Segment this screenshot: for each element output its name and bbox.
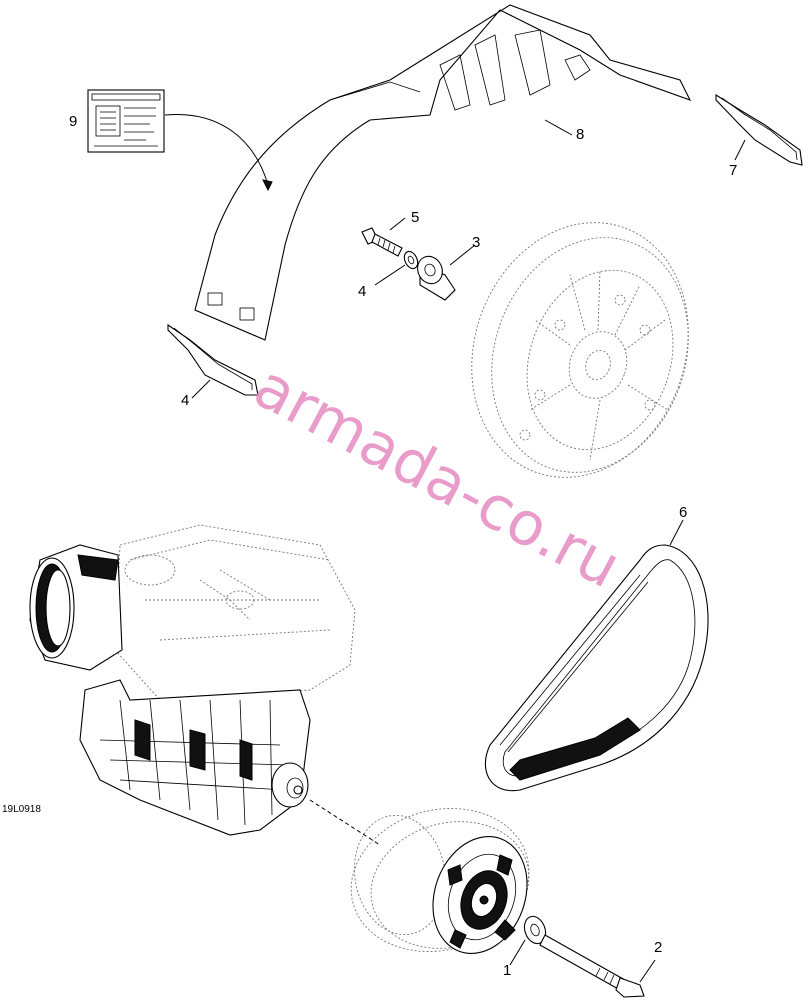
callout-2: 2 xyxy=(654,939,662,956)
washer-large xyxy=(523,915,547,945)
gasket-right xyxy=(715,94,803,166)
drive-pulley xyxy=(350,808,530,954)
driven-pulley xyxy=(471,222,689,478)
callout-4-upper: 4 xyxy=(358,283,366,300)
callout-3: 3 xyxy=(472,234,480,251)
drive-belt xyxy=(484,544,709,792)
callout-4-lower: 4 xyxy=(181,392,189,409)
callout-9: 9 xyxy=(69,113,77,130)
washer-small xyxy=(403,250,419,270)
belt-guard xyxy=(194,4,692,341)
leader-lines xyxy=(191,119,746,983)
callout-6: 6 xyxy=(679,504,687,521)
engine xyxy=(29,524,356,836)
gasket-left xyxy=(167,323,259,396)
callouts: 1 2 3 4 4 5 6 7 8 9 xyxy=(69,113,737,979)
warning-label xyxy=(87,89,165,153)
callout-7: 7 xyxy=(729,162,737,179)
callout-8: 8 xyxy=(576,126,584,143)
callout-5: 5 xyxy=(411,209,419,226)
callout-1: 1 xyxy=(503,962,511,979)
drawing-code: 19L0918 xyxy=(2,804,41,815)
bolt-small xyxy=(361,227,403,257)
spacer xyxy=(417,255,456,301)
bolt-large xyxy=(539,934,645,998)
